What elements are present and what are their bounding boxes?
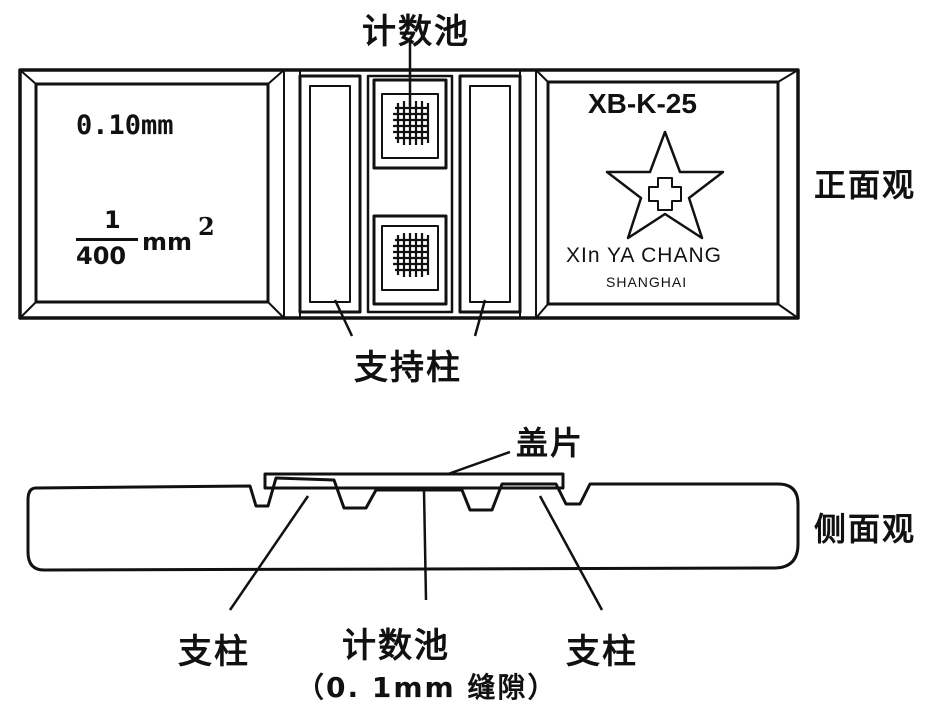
slide-side-view	[26, 472, 800, 572]
fraction-bar	[76, 238, 138, 241]
cover-slip-label: 盖片	[516, 424, 585, 462]
pillar-leader-line-right	[473, 299, 487, 337]
cover-slip	[263, 472, 565, 490]
chamber-depth-label: 0.10mm	[76, 110, 174, 141]
pillar-right-leader-line	[538, 495, 604, 611]
star-logo-icon	[605, 130, 725, 240]
side-counting-chamber-label: 计数池	[342, 626, 450, 666]
front-view-label: 正面观	[814, 166, 917, 204]
area-denominator: 400	[76, 242, 127, 270]
cover-slip-leader-line	[447, 450, 511, 476]
support-pillar-label: 支持柱	[354, 348, 462, 388]
pillar-right-label: 支柱	[566, 632, 638, 672]
gap-note-label: （0. 1mm 缝隙）	[296, 671, 558, 704]
maker-city: SHANGHAI	[606, 274, 688, 290]
pillar-left-leader-line	[228, 495, 310, 611]
maker-name: XIn YA CHANG	[566, 244, 722, 267]
pillar-leader-line-left	[333, 299, 354, 337]
area-label: 1 400 mm 2	[74, 206, 224, 276]
slide-front-view	[18, 68, 800, 320]
counting-chamber-label: 计数池	[362, 12, 470, 52]
area-numerator: 1	[104, 206, 121, 234]
area-unit: mm	[142, 228, 193, 256]
model-number: XB-K-25	[588, 88, 697, 119]
side-view-label: 侧面观	[814, 510, 917, 548]
area-exponent: 2	[198, 212, 215, 241]
pillar-left-label: 支柱	[178, 632, 250, 672]
counting-grid-top	[393, 101, 430, 145]
counting-grid-bottom	[393, 233, 430, 277]
chamber-side-leader-line	[422, 489, 428, 601]
